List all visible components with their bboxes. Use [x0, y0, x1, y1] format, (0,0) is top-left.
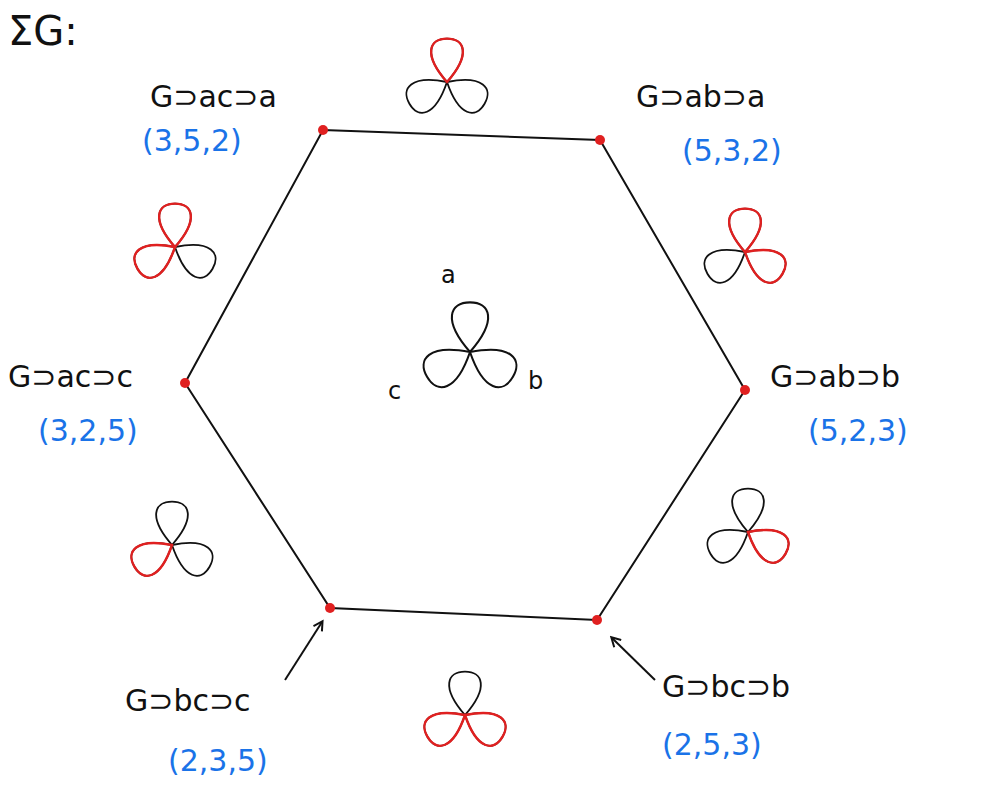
clover-leaf	[452, 302, 488, 352]
highlighted-leaf	[126, 531, 179, 580]
clover-leaf	[449, 672, 481, 715]
highlighted-leaf	[419, 701, 472, 750]
clover-leaf	[164, 531, 217, 580]
clover-icon	[401, 39, 492, 118]
clover-leaf	[461, 336, 522, 392]
highlighted-leaf	[457, 701, 510, 750]
clover-icon	[419, 672, 510, 751]
clover-icon	[699, 209, 790, 288]
clover-leaf	[418, 336, 479, 392]
clover-leaf	[156, 502, 188, 545]
clover-leaf	[431, 39, 463, 82]
vertex-label: G⊃bc⊃b	[662, 670, 790, 705]
coordinate-label: (5,2,3)	[808, 414, 908, 449]
coordinate-label: (3,2,5)	[38, 414, 138, 449]
coordinate-label: (3,5,2)	[142, 124, 242, 159]
highlighted-leaf	[740, 518, 793, 567]
clover-leaf	[699, 238, 752, 287]
clover-leaf	[159, 204, 191, 247]
highlighted-leaf	[159, 204, 191, 247]
leaf-name: b	[528, 368, 543, 396]
clover-icon	[418, 302, 522, 392]
leader-arrow	[285, 622, 322, 680]
vertex-label: G⊃ac⊃c	[8, 360, 133, 395]
clover-leaf	[401, 68, 454, 117]
leaf-name: c	[388, 378, 401, 406]
coordinate-label: (2,5,3)	[662, 728, 762, 763]
leaf-name: a	[441, 262, 456, 290]
leader-arrow	[612, 638, 655, 680]
diagram-title: ΣG:	[8, 8, 78, 54]
coordinate-label: (5,3,2)	[682, 134, 782, 169]
clover-icons	[126, 39, 793, 751]
clover-icon	[702, 489, 793, 568]
clover-leaf	[126, 531, 179, 580]
vertex-label: G⊃ab⊃a	[636, 80, 765, 115]
clover-leaf	[732, 489, 764, 532]
clover-icon	[129, 204, 220, 283]
vertex-dots	[180, 125, 750, 625]
vertex-label: G⊃ac⊃a	[150, 80, 277, 115]
vertex-label: G⊃ab⊃b	[770, 360, 900, 395]
clover-leaf	[737, 238, 790, 287]
clover-leaf	[740, 518, 793, 567]
highlighted-leaf	[737, 238, 790, 287]
clover-leaf	[419, 701, 472, 750]
highlighted-leaf	[431, 39, 463, 82]
clover-leaf	[129, 233, 182, 282]
highlighted-leaf	[729, 209, 761, 252]
clover-leaf	[439, 68, 492, 117]
hexagon-outline	[185, 130, 745, 620]
clover-leaf	[702, 518, 755, 567]
coordinate-label: (2,3,5)	[168, 744, 268, 779]
clover-icon	[126, 502, 217, 581]
vertex-label: G⊃bc⊃c	[125, 684, 251, 719]
highlighted-leaf	[129, 233, 182, 282]
clover-leaf	[167, 233, 220, 282]
clover-leaf	[457, 701, 510, 750]
clover-leaf	[729, 209, 761, 252]
